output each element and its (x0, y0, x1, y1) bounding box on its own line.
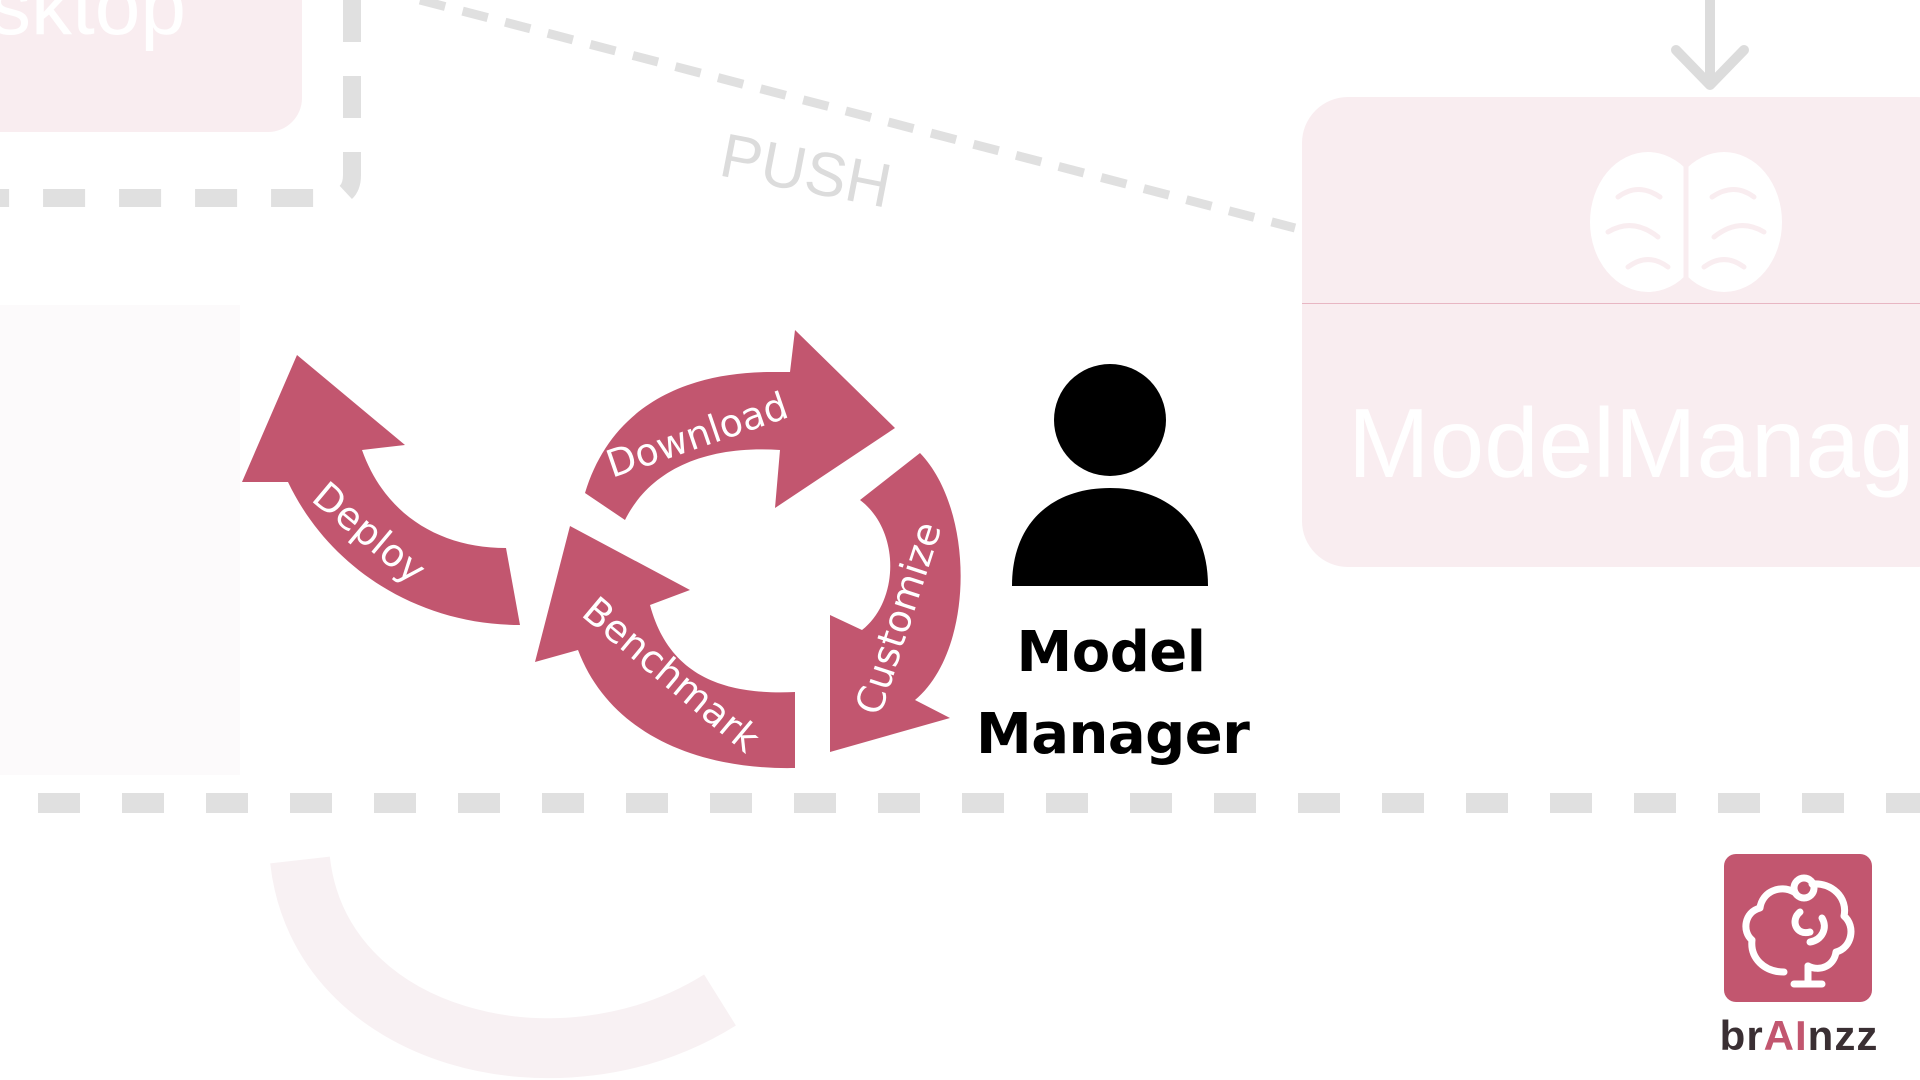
deploy-arrow (242, 355, 520, 625)
brand-name-part2: nzz (1807, 1012, 1879, 1059)
brain-icon (1590, 152, 1782, 295)
desktop-box-label: sktop (0, 0, 186, 52)
model-manager-box-label: ModelManag (1348, 388, 1915, 498)
benchmark-arrow (535, 526, 795, 769)
brand-name: brAInzz (1697, 1012, 1901, 1060)
brand-name-highlight: AI (1763, 1012, 1808, 1059)
model-manager-title-line2: Manager (976, 702, 1250, 767)
download-arrow (585, 330, 895, 520)
brain-logo-icon (1742, 874, 1855, 988)
model-manager-box: ModelManag (1302, 97, 1920, 567)
model-manager-box-divider (1302, 303, 1920, 304)
desktop-box (0, 0, 302, 132)
desktop-dashed-frame (0, 0, 361, 207)
brand-logo (1724, 854, 1872, 1002)
brand-name-part1: br (1719, 1012, 1764, 1059)
model-manager-title: Model Manager (976, 612, 1250, 776)
background-swirl (270, 855, 736, 1079)
push-dashed-line (418, 0, 1297, 233)
person-icon (1012, 364, 1208, 586)
model-manager-title-line1: Model (1016, 620, 1206, 685)
customize-arrow (830, 453, 961, 752)
down-arrow-icon (1671, 0, 1749, 90)
